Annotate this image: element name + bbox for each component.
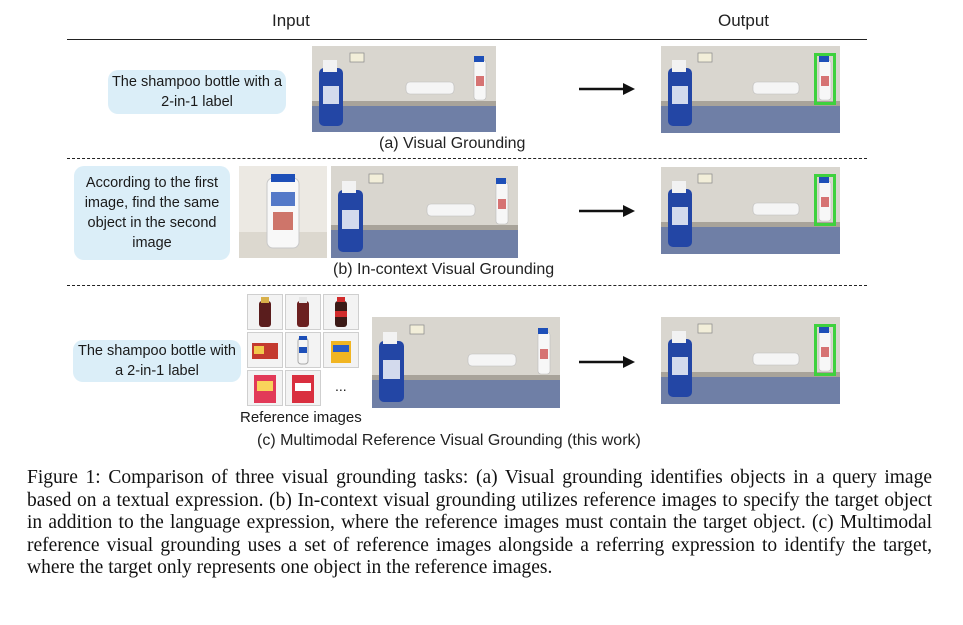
target-bounding-box-a [814, 53, 836, 105]
figure-caption-text: Figure 1: Comparison of three visual gro… [27, 467, 932, 578]
output-image-b [661, 167, 840, 254]
reference-thumbnail [285, 370, 321, 406]
target-bounding-box-b [814, 174, 836, 226]
caption-c: (c) Multimodal Reference Visual Groundin… [257, 432, 641, 449]
query-bubble-a: The shampoo bottle with a 2-in-1 label [108, 70, 286, 114]
caption-b: (b) In-context Visual Grounding [333, 261, 555, 278]
caption-a: (a) Visual Grounding [379, 135, 526, 152]
target-bounding-box-c [814, 324, 836, 376]
reference-image-grid: ... [247, 294, 359, 406]
arrow-right-icon [579, 356, 635, 368]
reference-thumbnail [285, 294, 321, 330]
reference-thumbnail [323, 294, 359, 330]
reference-thumbnail [285, 332, 321, 368]
arrow-right-icon [579, 205, 635, 217]
output-header: Output [718, 11, 770, 30]
arrow-right-icon [579, 83, 635, 95]
query-image-b [331, 166, 518, 258]
query-image-c [372, 317, 560, 408]
input-header: Input [272, 11, 310, 30]
reference-images-label: Reference images [240, 409, 362, 426]
reference-thumbnail [247, 370, 283, 406]
figure-caption: Figure 1: Comparison of three visual gro… [27, 467, 932, 580]
output-image-a [661, 46, 840, 133]
reference-image-b [239, 166, 327, 258]
header-rule [67, 39, 867, 40]
output-image-c [661, 317, 840, 404]
query-bubble-c: The shampoo bottle with a 2-in-1 label [73, 340, 241, 382]
reference-thumbnail [323, 332, 359, 368]
more-references-ellipsis: ... [335, 378, 347, 394]
reference-thumbnail [247, 294, 283, 330]
row-divider-2 [67, 285, 867, 286]
query-image-a [312, 46, 496, 132]
row-divider-1 [67, 158, 867, 159]
query-bubble-b: According to the first image, find the s… [74, 166, 230, 260]
reference-thumbnail [247, 332, 283, 368]
